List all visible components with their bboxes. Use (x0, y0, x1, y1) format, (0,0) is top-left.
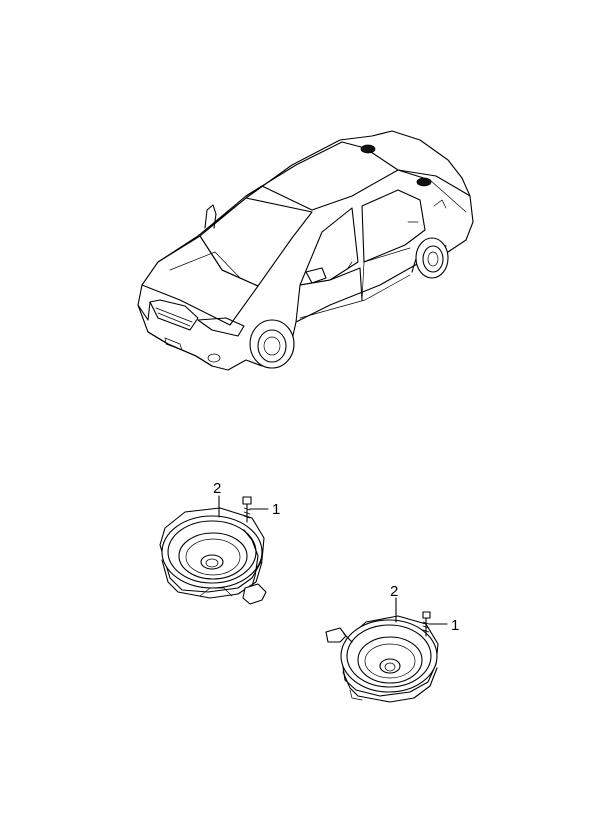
speaker-assembly-front (325, 611, 439, 703)
rear-speaker-location-marker-2 (416, 177, 432, 187)
screw-front (422, 611, 431, 637)
callout-speaker-front: 2 (390, 583, 398, 600)
rear-speaker-location-marker (360, 144, 376, 154)
car-illustration (137, 130, 474, 371)
callout-screw-rear: 1 (272, 501, 280, 518)
callout-screw-front: 1 (451, 617, 459, 634)
callout-speaker-rear: 2 (213, 480, 221, 497)
speaker-assembly-rear (159, 496, 267, 605)
screw-rear (242, 496, 252, 523)
